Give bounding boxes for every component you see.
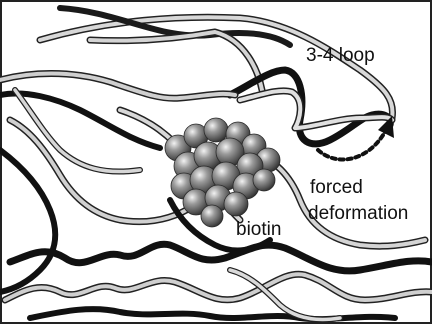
deformation-label: deformation [308, 204, 408, 223]
forced-label: forced [310, 178, 363, 197]
backbone-strand [0, 150, 55, 292]
loop-strand-closed [230, 70, 390, 144]
biotin-label: biotin [236, 220, 281, 239]
loop-label: 3-4 loop [306, 46, 375, 65]
loop-strand-open [240, 91, 392, 128]
